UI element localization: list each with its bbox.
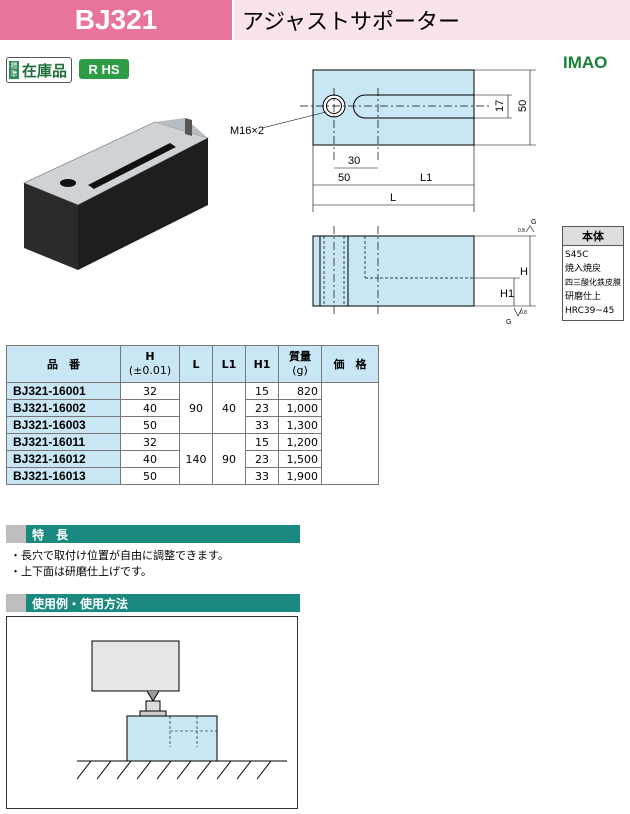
table-row: BJ321-16011 32 140 90 15 1,200 [6,433,379,485]
cell-h: 32 [120,382,180,400]
cell-l1: 90 [212,433,246,485]
header-part: 品 番 [6,345,121,383]
material-line: 研磨仕上 [565,292,602,302]
surface-g-top: G [531,219,536,226]
product-name-banner: アジャストサポーター [232,0,630,40]
cell-mass: 1,900 [278,467,322,485]
cell-price [321,382,379,485]
cell-mass: 1,500 [278,450,322,468]
cell-h: 40 [120,399,180,417]
in-stock-label: 在庫品 [22,61,68,80]
cell-mass: 1,200 [278,433,322,451]
usage-section-header: 使用例・使用方法 [6,594,300,612]
surface-g-bottom-value: 0.8 [520,310,527,316]
cell-h1: 15 [245,433,279,451]
standard-label: 標準 [9,61,19,79]
header-h1: H1 [245,345,279,383]
cell-l1: 40 [212,382,246,434]
rohs-label: R HS [88,61,120,77]
header-h: H (±0.01) [120,345,180,383]
product-name: アジャストサポーター [242,10,461,35]
header-mass-label: 質量 [289,350,311,363]
dim-50-vertical: 50 [517,100,529,112]
rohs-badge: R HS [79,59,129,79]
header-mass: 質量 (g) [278,345,322,383]
header-l: L [179,345,213,383]
section-tab-marker [6,594,26,612]
part-number: BJ321-16001 [6,382,121,400]
cell-l: 90 [179,382,213,434]
part-number: BJ321-16002 [6,399,121,417]
cell-h1: 23 [245,450,279,468]
product-photo [22,118,210,270]
usage-title: 使用例・使用方法 [32,596,129,611]
dim-L1: L1 [420,172,432,184]
cell-h: 50 [120,467,180,485]
material-line: HRC39~45 [565,306,615,316]
usage-illustration [76,640,287,780]
material-title: 本体 [563,227,623,246]
cell-h1: 15 [245,382,279,400]
feature-item: ・上下面は研磨仕上げです。 [10,565,152,578]
material-lines: S45C 焼入焼戻 四三酸化鉄皮膜 研磨仕上 HRC39~45 [563,246,623,320]
spec-table: 品 番 H (±0.01) L L1 H1 質量 (g) 価 格 BJ321-1… [6,345,379,485]
feature-item: ・長穴で取付け位置が自由に調整できます。 [10,549,229,562]
table-row: BJ321-16002 40 23 1,000 [6,399,379,417]
imao-logo: IMAO [563,53,608,72]
material-line: 焼入焼戻 [565,264,602,274]
table-row: BJ321-16003 50 33 1,300 [6,416,379,434]
technical-drawing: M16×2 17 50 30 50 L1 L H H1 G 0.8 G 0.8 [22,69,536,326]
dim-H: H [520,266,528,278]
dim-30: 30 [348,155,360,167]
top-view [261,69,536,212]
surface-g-top-value: 0.8 [518,228,525,234]
features-section-header: 特 長 [6,525,300,543]
cell-h1: 33 [245,416,279,434]
header-price: 価 格 [321,345,379,383]
usage-illustration-box [6,616,298,809]
part-number: BJ321-16011 [6,433,121,451]
table-row: BJ321-16012 40 23 1,500 [6,450,379,468]
cell-h1: 23 [245,399,279,417]
cell-mass: 1,000 [278,399,322,417]
part-number: BJ321-16003 [6,416,121,434]
m-thread-label: M16×2 [230,125,264,137]
product-code-banner: BJ321 [0,0,232,40]
part-number: BJ321-16013 [6,467,121,485]
table-row: BJ321-16001 32 90 40 15 820 [6,382,379,485]
material-line: S45C [565,250,589,260]
dim-50-horizontal: 50 [338,172,350,184]
dim-L: L [390,192,396,204]
cell-mass: 1,300 [278,416,322,434]
cell-mass: 820 [278,382,322,400]
cell-l: 140 [179,433,213,485]
part-number: BJ321-16012 [6,450,121,468]
surface-g-bottom: G [506,319,511,326]
material-box: 本体 S45C 焼入焼戻 四三酸化鉄皮膜 研磨仕上 HRC39~45 [562,226,624,321]
header-mass-unit: (g) [292,364,308,377]
header-h-tolerance: (±0.01) [128,364,172,377]
front-view [312,225,536,317]
cell-h1: 33 [245,467,279,485]
header-l1: L1 [212,345,246,383]
in-stock-badge: 標準 在庫品 [6,57,73,83]
product-code: BJ321 [74,4,158,35]
dim-H1: H1 [500,288,514,300]
cell-h: 40 [120,450,180,468]
header-h-label: H [145,350,155,363]
section-tab-marker [6,525,26,543]
material-line: 四三酸化鉄皮膜 [565,278,621,287]
dimension-labels: M16×2 17 50 30 50 L1 L H H1 G 0.8 G 0.8 [230,100,536,326]
cell-h: 50 [120,416,180,434]
cell-h: 32 [120,433,180,451]
dim-17: 17 [494,100,506,112]
features-title: 特 長 [32,527,69,542]
table-row: BJ321-16013 50 33 1,900 [6,467,379,485]
